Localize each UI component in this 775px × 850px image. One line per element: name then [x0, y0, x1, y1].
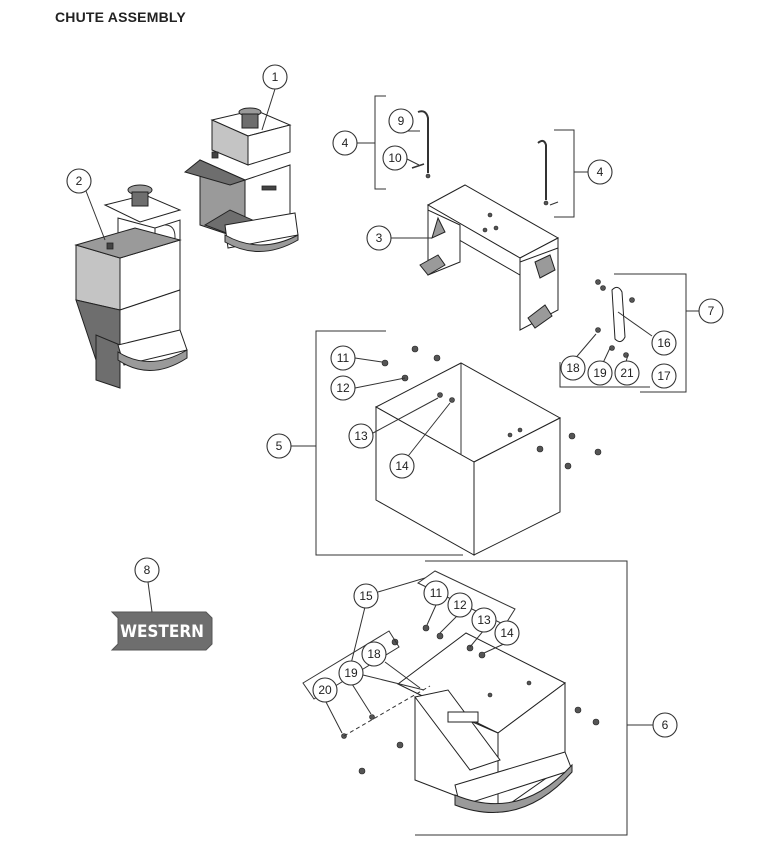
callout-5: 5	[266, 433, 292, 459]
callout-18-upper: 18	[560, 355, 586, 381]
callout-10: 10	[382, 145, 408, 171]
callout-14-lower: 14	[494, 620, 520, 646]
page-title: CHUTE ASSEMBLY	[55, 9, 186, 25]
svg-text:5: 5	[276, 439, 283, 453]
svg-text:16: 16	[657, 336, 671, 350]
svg-text:6: 6	[662, 718, 669, 732]
svg-text:19: 19	[593, 366, 607, 380]
handle-part-7-illustration	[595, 279, 635, 358]
callout-16: 16	[651, 330, 677, 356]
callout-6: 6	[652, 712, 678, 738]
svg-text:12: 12	[336, 381, 350, 395]
pin-part-4-illustration	[411, 110, 559, 206]
callout-19-upper: 19	[587, 360, 613, 386]
callout-2: 2	[66, 168, 92, 194]
svg-text:11: 11	[337, 351, 350, 365]
svg-text:18: 18	[367, 647, 381, 661]
callout-8: 8	[134, 557, 160, 583]
svg-text:8: 8	[144, 563, 151, 577]
svg-text:7: 7	[708, 304, 715, 318]
svg-text:4: 4	[597, 165, 604, 179]
svg-text:11: 11	[430, 586, 443, 600]
callout-13-upper: 13	[348, 423, 374, 449]
leader-lines	[85, 88, 700, 836]
callout-11-lower: 11	[423, 580, 449, 606]
callout-4-left: 4	[332, 130, 358, 156]
callout-12-lower: 12	[447, 592, 473, 618]
svg-text:9: 9	[398, 114, 405, 128]
callout-12-upper: 12	[330, 375, 356, 401]
svg-text:4: 4	[342, 136, 349, 150]
svg-text:12: 12	[453, 598, 467, 612]
spout-part-6-illustration	[341, 624, 600, 813]
callout-17: 17	[651, 363, 677, 389]
western-logo: WESTERN	[110, 611, 213, 651]
callout-9: 9	[388, 108, 414, 134]
svg-text:14: 14	[500, 626, 514, 640]
callout-20: 20	[312, 677, 338, 703]
svg-text:2: 2	[76, 174, 83, 188]
western-logo-text: WESTERN	[120, 622, 204, 642]
svg-text:10: 10	[388, 151, 402, 165]
callout-18-lower: 18	[361, 641, 387, 667]
chute-assembly-1-illustration	[183, 107, 299, 252]
callout-15: 15	[353, 583, 379, 609]
callout-11-upper: 11	[330, 345, 356, 371]
callout-13-lower: 13	[471, 607, 497, 633]
svg-text:13: 13	[354, 429, 368, 443]
chute-assembly-2-illustration	[74, 184, 188, 389]
callout-19-lower: 19	[338, 660, 364, 686]
svg-text:18: 18	[566, 361, 580, 375]
svg-text:13: 13	[477, 613, 491, 627]
svg-text:20: 20	[318, 683, 332, 697]
svg-text:1: 1	[272, 70, 279, 84]
frame-part-3-illustration	[419, 184, 560, 331]
callout-4-right: 4	[587, 159, 613, 185]
callout-1: 1	[262, 64, 288, 90]
callout-21: 21	[614, 360, 640, 386]
callout-14-upper: 14	[389, 453, 415, 479]
callout-3: 3	[366, 225, 392, 251]
svg-text:17: 17	[657, 369, 671, 383]
svg-text:19: 19	[344, 666, 358, 680]
hopper-box-part-5-illustration	[374, 345, 602, 556]
svg-text:14: 14	[395, 459, 409, 473]
svg-text:21: 21	[620, 366, 634, 380]
svg-text:3: 3	[376, 231, 383, 245]
svg-text:15: 15	[359, 589, 373, 603]
callout-7: 7	[698, 298, 724, 324]
